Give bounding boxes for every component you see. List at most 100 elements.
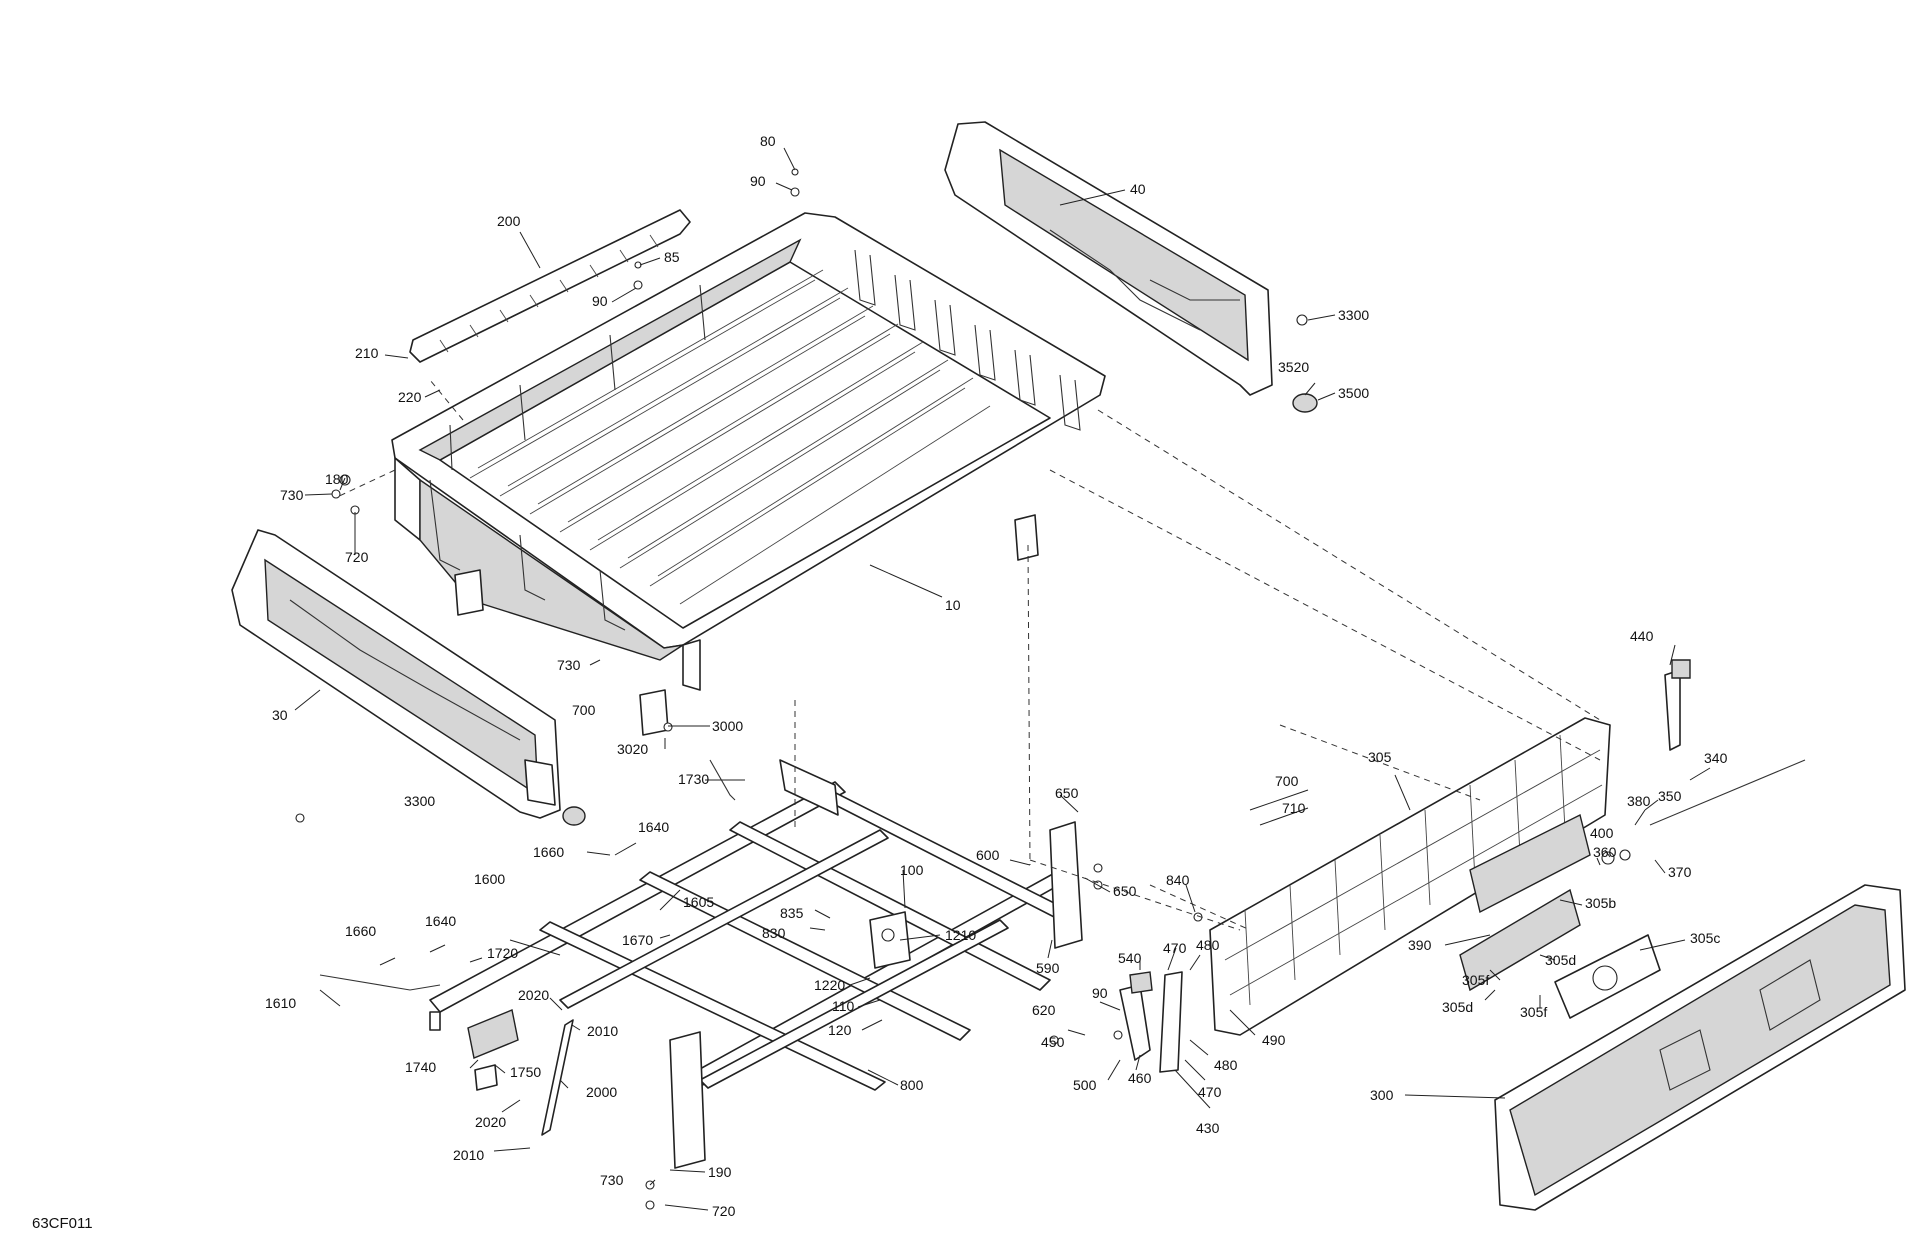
callout-label: 480 (1196, 937, 1220, 953)
callout-label: 305d (1442, 999, 1473, 1015)
callout-label: 3500 (1338, 385, 1369, 401)
linkage-part-430 (1119, 971, 1183, 1073)
callout-label: 1670 (622, 932, 653, 948)
callout-label: 700 (572, 702, 596, 718)
callout-label: 1660 (533, 844, 564, 860)
callout-label: 730 (557, 657, 581, 673)
strut-part-2000 (541, 1019, 574, 1136)
callout-label: 1600 (474, 871, 505, 887)
callout-label: 1210 (945, 927, 976, 943)
assembly-dashed-lines (334, 379, 1601, 931)
latch-part-305c (1554, 934, 1661, 1019)
callout-label: 80 (760, 133, 776, 149)
callout-label: 85 (664, 249, 680, 265)
callout-label: 3520 (1278, 359, 1309, 375)
callout-label: 835 (780, 905, 804, 921)
lever-part-440 (1664, 659, 1691, 751)
callout-label: 450 (1041, 1034, 1065, 1050)
callout-label: 3000 (712, 718, 743, 734)
callout-label: 380 (1627, 793, 1651, 809)
callout-label: 90 (1092, 985, 1108, 1001)
callout-label: 30 (272, 707, 288, 723)
callout-label: 210 (355, 345, 379, 361)
callout-label: 305c (1690, 930, 1720, 946)
callout-label: 190 (708, 1164, 732, 1180)
callout-label: 600 (976, 847, 1000, 863)
callout-label: 730 (280, 487, 304, 503)
callout-label: 540 (1118, 950, 1142, 966)
callout-label: 730 (600, 1172, 624, 1188)
callout-label: 3300 (404, 793, 435, 809)
rod-part-340 (1649, 759, 1806, 826)
callout-label: 710 (1282, 800, 1306, 816)
callout-label: 1610 (265, 995, 296, 1011)
callout-label: 305b (1585, 895, 1616, 911)
callout-labels: 80 90 200 85 90 210 220 180 730 720 40 3… (265, 133, 1728, 1219)
callout-label: 110 (832, 998, 855, 1014)
callout-label: 590 (1036, 960, 1060, 976)
callout-label: 1730 (678, 771, 709, 787)
callout-label: 40 (1130, 181, 1146, 197)
callout-label: 100 (900, 862, 924, 878)
callout-label: 350 (1658, 788, 1682, 804)
tailgate-inner-part-305 (1209, 717, 1611, 1036)
callout-label: 200 (497, 213, 521, 229)
plate-part-1740 (467, 1009, 519, 1091)
callout-label: 470 (1198, 1084, 1222, 1100)
panel-part-200 (409, 209, 691, 363)
callout-label: 370 (1668, 864, 1692, 880)
callout-label: 720 (712, 1203, 736, 1219)
callout-label: 470 (1163, 940, 1187, 956)
callout-label: 1750 (510, 1064, 541, 1080)
callout-label: 120 (828, 1022, 852, 1038)
callout-label: 220 (398, 389, 422, 405)
callout-label: 650 (1055, 785, 1079, 801)
callout-label: 180 (325, 471, 349, 487)
cargo-box-part-10 (391, 212, 1106, 736)
callout-label: 720 (345, 549, 369, 565)
callout-label: 2010 (587, 1023, 618, 1039)
callout-label: 90 (592, 293, 608, 309)
callout-label: 1220 (814, 977, 845, 993)
callout-label: 1605 (683, 894, 714, 910)
callout-label: 2000 (586, 1084, 617, 1100)
callout-label: 650 (1113, 883, 1137, 899)
callout-label: 1640 (638, 819, 669, 835)
callout-label: 400 (1590, 825, 1614, 841)
leader-lines (294, 147, 1711, 1211)
callout-label: 2010 (453, 1147, 484, 1163)
callout-label: 800 (900, 1077, 924, 1093)
figure-code: 63CF011 (32, 1215, 93, 1232)
callout-label: 620 (1032, 1002, 1056, 1018)
callout-label: 300 (1370, 1087, 1394, 1103)
callout-label: 500 (1073, 1077, 1097, 1093)
callout-label: 3020 (617, 741, 648, 757)
side-panel-part-30 (231, 529, 561, 819)
callout-label: 305f (1462, 972, 1489, 988)
callout-label: 10 (945, 597, 961, 613)
callout-label: 3300 (1338, 307, 1369, 323)
callout-label: 440 (1630, 628, 1654, 644)
tailgate-outer-part-300 (1494, 884, 1906, 1211)
side-panel-part-40 (944, 121, 1273, 396)
callout-label: 1740 (405, 1059, 436, 1075)
callout-label: 1720 (487, 945, 518, 961)
callout-label: 700 (1275, 773, 1299, 789)
callout-label: 305 (1368, 749, 1392, 765)
callout-label: 340 (1704, 750, 1728, 766)
frame-part-800 (429, 759, 1083, 1169)
callout-label: 1660 (345, 923, 376, 939)
callout-label: 480 (1214, 1057, 1238, 1073)
callout-label: 430 (1196, 1120, 1220, 1136)
callout-label: 2020 (475, 1114, 506, 1130)
callout-label: 90 (750, 173, 766, 189)
callout-label: 2020 (518, 987, 549, 1003)
callout-label: 830 (762, 925, 786, 941)
callout-label: 305f (1520, 1004, 1547, 1020)
callout-label: 840 (1166, 872, 1190, 888)
callout-label: 390 (1408, 937, 1432, 953)
callout-label: 1640 (425, 913, 456, 929)
callout-label: 490 (1262, 1032, 1286, 1048)
handle-plate-part-305b (1459, 888, 1581, 992)
